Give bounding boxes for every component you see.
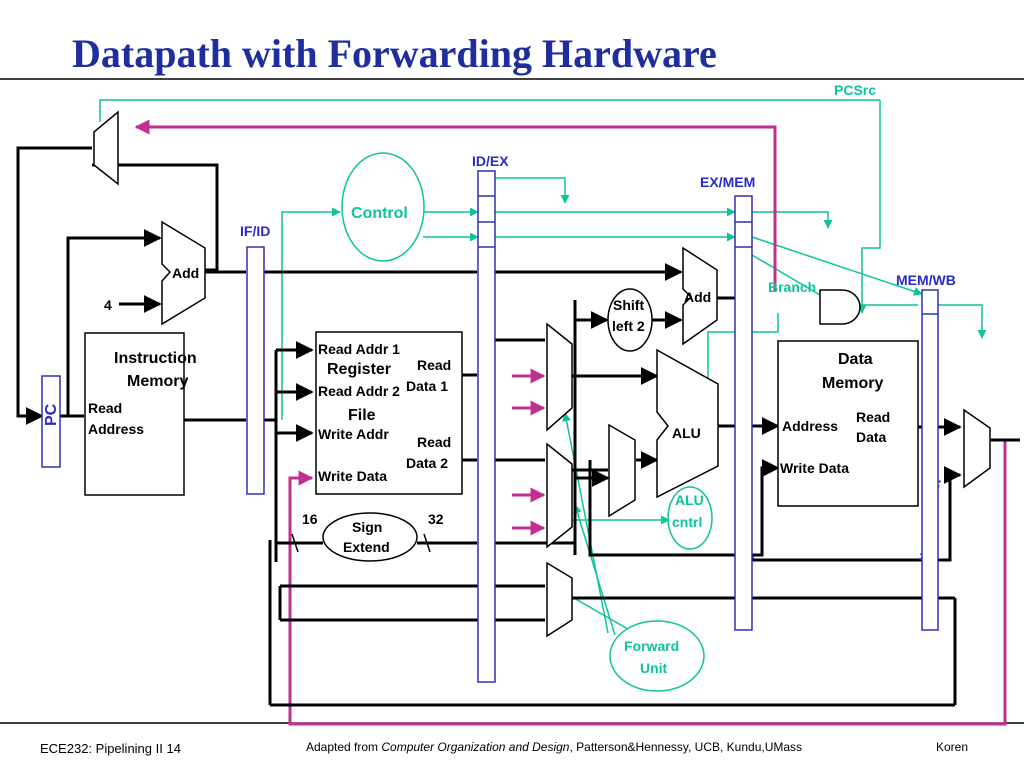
bus-slashes [291,533,431,553]
pc-mux [93,110,119,186]
footer-book-title: Computer Organization and Design [381,740,570,754]
pc-adder-label: Add [172,265,199,281]
shift-left-unit [607,288,653,352]
instruction-memory-label: Instruction [114,350,197,367]
forward-mux-a [546,322,573,432]
alu-control-unit [667,486,713,550]
im-address-label: Address [88,421,144,437]
sign-extend-unit [322,512,418,562]
rf-read-data1-label-2: Data 1 [406,378,448,394]
rf-write-data-label: Write Data [318,468,387,484]
control-unit [341,152,425,262]
instruction-memory-label-2: Memory [127,373,188,390]
if-id-label: IF/ID [240,223,270,239]
branch-and-gate [819,289,861,325]
alu-label: ALU [672,425,701,441]
footer-attribution: Adapted from Computer Organization and D… [306,740,802,754]
branch-label: Branch [768,279,816,295]
instruction-memory [84,332,185,496]
if-id-register [246,246,265,495]
mem-wb-register [921,289,939,631]
pcsrc-label: PCSrc [834,82,876,98]
shift-left-label-2: left 2 [612,318,645,334]
bits-32-label: 32 [428,511,444,527]
slide-title: Datapath with Forwarding Hardware [72,31,717,76]
memtoreg-mux [963,408,991,489]
alu [656,348,719,499]
pc-adder [161,220,206,326]
dm-read-data-label: Read [856,409,890,425]
alu-control-label-2: cntrl [672,514,702,530]
dm-write-data-label: Write Data [780,460,849,476]
pc-register [41,375,61,468]
pipeline-registers [41,170,939,683]
forward-unit-label-2: Unit [640,660,668,676]
branch-adder [682,246,718,346]
rf-write-addr-label: Write Addr [318,426,389,442]
data-memory-label: Data [838,351,873,368]
forward-unit [609,620,705,692]
forward-unit-label: Forward [624,638,679,654]
rf-read-addr2-label: Read Addr 2 [318,383,400,399]
ex-mem-register [734,195,753,631]
alusrc-mux [608,423,636,518]
pc-label: PC [43,403,60,426]
rf-file-label: File [348,407,376,424]
sign-extend-label: Sign [352,519,382,535]
dm-address-label: Address [782,418,838,434]
branch-adder-label: Add [684,289,711,305]
footer-author: Koren [936,740,969,754]
text-labels: PCSrc ID/EX EX/MEM IF/ID MEM/WB Branch C… [43,82,956,676]
forwarding-wires [134,119,1007,726]
rf-read-data2-label-2: Data 2 [406,455,448,471]
ex-mem-label: EX/MEM [700,174,755,190]
functional-units [84,110,991,638]
rf-read-addr1-label: Read Addr 1 [318,341,400,357]
shift-left-label: Shift [613,297,644,313]
rf-read-data1-label: Read [417,357,451,373]
control-wires [99,99,987,636]
footer-adapted-suffix: , Patterson&Hennessy, UCB, Kundu,UMass [569,740,803,754]
ellipses [322,152,713,692]
bits-16-label: 16 [302,511,318,527]
forward-mux-b [546,442,573,549]
sign-extend-label-2: Extend [343,539,390,555]
im-read-label: Read [88,400,122,416]
dm-read-data-label-2: Data [856,429,887,445]
data-memory-label-2: Memory [822,375,883,392]
mem-wb-label: MEM/WB [896,272,956,288]
rf-register-label: Register [327,361,391,378]
footer-course: ECE232: Pipelining II 14 [40,741,181,756]
alu-control-label: ALU [675,492,704,508]
id-ex-label: ID/EX [472,153,509,169]
id-ex-register [477,170,496,683]
constant-four-label: 4 [104,297,112,313]
rf-read-data2-label: Read [417,434,451,450]
footer-adapted-prefix: Adapted from [306,740,382,754]
control-label: Control [351,205,408,222]
data-wires [16,146,1020,707]
register-file [315,331,463,495]
regdst-mux [546,561,573,638]
data-memory [777,340,919,507]
